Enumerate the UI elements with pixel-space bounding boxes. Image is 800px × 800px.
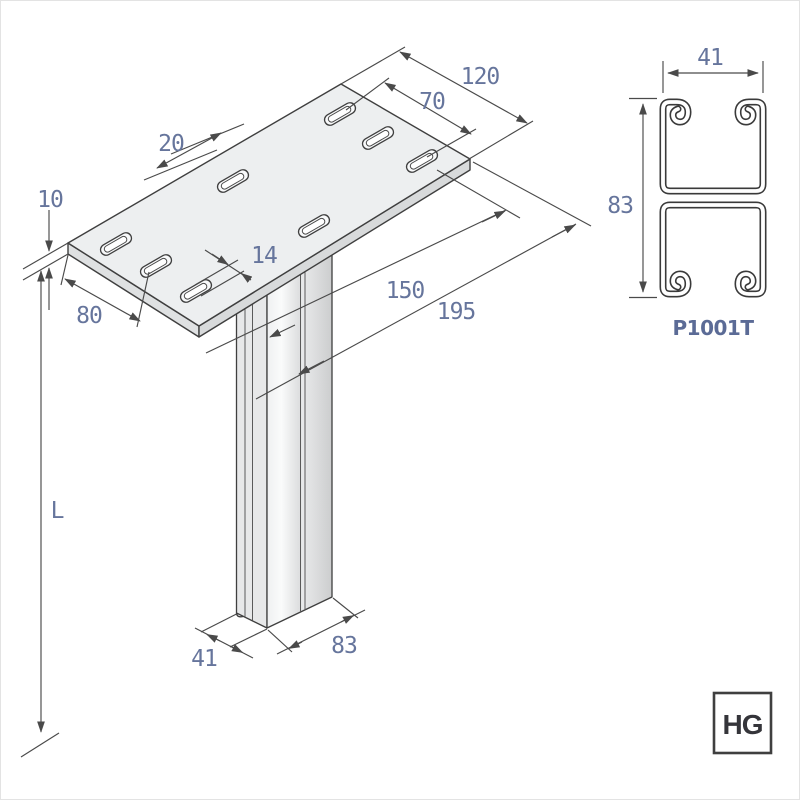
channel-cross-section: 41 83 P1001T [607, 45, 767, 340]
dim-label: 83 [607, 193, 633, 219]
hg-badge-box [712, 691, 773, 755]
dim-arrow-line [229, 644, 244, 654]
hg-badge-label: HG [723, 709, 763, 740]
dim-slot-offset: 20 [143, 123, 245, 181]
dim-line [64, 278, 141, 322]
dim-label: 83 [331, 633, 357, 659]
dim-channel-front: 150 [205, 169, 521, 354]
column-foot-edge [235, 612, 244, 618]
dim-label: 120 [461, 64, 500, 90]
extension-line [22, 242, 69, 270]
extension-line [472, 161, 592, 227]
extension-line [340, 46, 406, 85]
dim-arrow-line [298, 360, 325, 375]
extension-tick [20, 732, 60, 758]
extension-line [468, 120, 534, 160]
dim-column-length: L [20, 270, 65, 758]
plate-slot-8 [179, 279, 213, 303]
slot-inner [183, 282, 208, 300]
dim-label: L [51, 498, 64, 524]
dim-arrow-line [206, 633, 221, 643]
dim-label: 41 [191, 646, 217, 672]
bracket-plate [67, 83, 471, 338]
dim-label: 14 [251, 243, 277, 269]
dim-line [156, 132, 222, 169]
slot-inner [103, 235, 128, 253]
extension-line [229, 628, 268, 648]
column-left-face [235, 265, 268, 629]
extension-line [194, 259, 239, 286]
dim-arrow-line [211, 253, 229, 266]
section-top-channel [659, 98, 767, 195]
dim-arrow-line [288, 640, 303, 650]
dim-line [205, 209, 507, 354]
dim-channel-mid: 195 [255, 161, 592, 400]
dim-label: 80 [76, 303, 102, 329]
dim-label: 150 [386, 278, 425, 304]
channel-profile-outline [659, 98, 767, 195]
extension-line [200, 270, 245, 297]
column-right-face [266, 234, 333, 629]
dim-label: 70 [419, 89, 445, 115]
dim-arrow-line [240, 272, 253, 283]
plate-slot-5 [216, 169, 250, 193]
extension-line [60, 254, 69, 286]
dim-arrow-line [481, 210, 506, 223]
dim-label: 195 [437, 299, 476, 325]
dim-arrow-line [340, 614, 355, 624]
extension-line [345, 77, 390, 111]
section-label: P1001T [673, 316, 755, 340]
dim-arrow-line [551, 224, 576, 238]
dim-label: 10 [37, 187, 63, 213]
dim-channel-width: 41 [191, 613, 268, 672]
slot-inner [220, 172, 245, 190]
plate-slot-6 [99, 232, 133, 256]
extension-line [22, 253, 69, 281]
dim-arrow-line [269, 324, 296, 338]
dim-plate-thickness: 10 [22, 187, 69, 310]
dim-line [194, 627, 254, 659]
dim-end-offset: 80 [60, 254, 150, 329]
extension-line [200, 613, 237, 633]
dim-label: 41 [697, 45, 723, 71]
strut-column [235, 234, 333, 629]
slot-inner [327, 105, 352, 123]
slot-inner [301, 217, 326, 235]
hg-badge: HG [712, 691, 773, 755]
channel-profile-inner [661, 100, 765, 193]
section-bottom-channel [663, 205, 763, 294]
dim-channel-depth: 83 [267, 597, 366, 659]
slot-inner [143, 257, 168, 275]
plate-slot-7 [139, 254, 173, 278]
dim-line [384, 82, 472, 135]
extension-line [332, 597, 359, 619]
dim-slot-width: 14 [194, 243, 278, 297]
plate-slot-4 [297, 214, 331, 238]
dim-label: 20 [158, 131, 184, 157]
extension-line [436, 169, 521, 219]
dim-slot-spacing: 70 [345, 77, 477, 158]
